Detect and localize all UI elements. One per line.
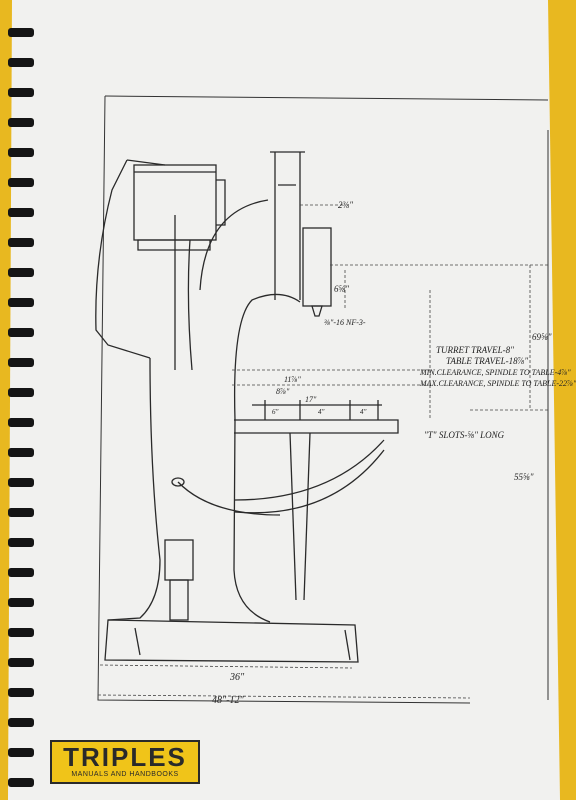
triples-logo: TRIPLES MANUALS AND HANDBOOKS — [50, 740, 200, 784]
dimension-lines — [97, 204, 548, 699]
dim-base-width-label: 36" — [229, 672, 245, 683]
dim-table-height-label: 55⅝" — [514, 472, 534, 482]
logo-title: TRIPLES — [63, 742, 187, 772]
max-clearance-label: MAX.CLEARANCE, SPINDLE TO TABLE-22⅞" — [419, 379, 576, 388]
min-clearance-label: MIN.CLEARANCE, SPINDLE TO TABLE-4⅞" — [419, 368, 571, 377]
logo-subtitle: MANUALS AND HANDBOOKS — [71, 771, 179, 778]
dim-17-label: 17" — [305, 395, 317, 404]
slot-right-label: 4" — [360, 408, 367, 416]
drawing-border — [97, 95, 549, 704]
paper — [8, 0, 560, 800]
table-travel-label: TABLE TRAVEL-18⅞" — [446, 356, 528, 366]
dim-quill-label: 6⅝" — [334, 284, 349, 294]
dim-8-label: 8⅞" — [276, 387, 290, 396]
dim-top-label: 2⅜" — [338, 200, 353, 210]
dim-overall-width-label: 48"-12" — [212, 695, 245, 706]
slot-mid-label: 4" — [318, 408, 325, 416]
slot-left-label: 6" — [272, 408, 279, 416]
drill-press-outline — [95, 151, 399, 663]
spiral-binding — [8, 28, 34, 787]
dim-overall-height-label: 69⅝" — [532, 332, 552, 342]
dim-11-label: 11⅞" — [284, 375, 301, 384]
t-slots-label: "T" SLOTS-⅝" LONG — [424, 430, 505, 440]
turret-travel-label: TURRET TRAVEL-8" — [436, 345, 514, 355]
dim-thread-label: ⅜"-16 NF-3- — [324, 318, 366, 327]
